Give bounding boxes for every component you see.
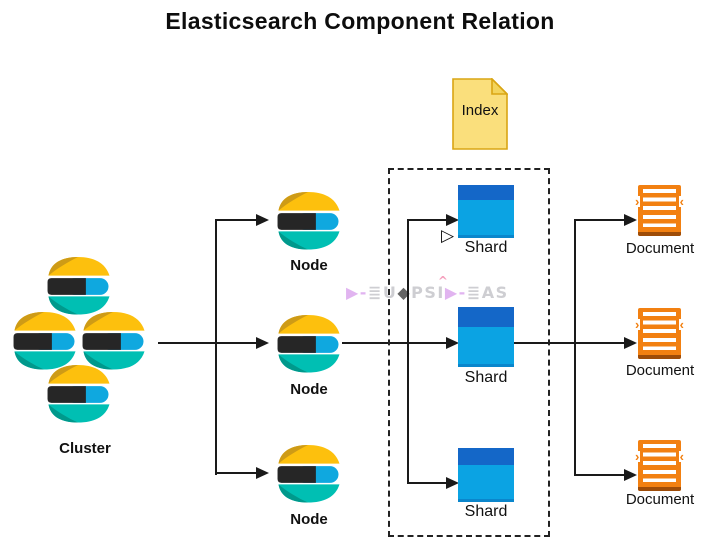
index-label: Index <box>461 102 499 119</box>
watermark-text: PSI^ <box>411 274 448 302</box>
document-lines <box>643 444 676 482</box>
arrowhead-icon <box>256 214 269 226</box>
document-label: Document <box>625 362 695 379</box>
shard-label: Shard <box>464 369 508 386</box>
arrowhead-icon <box>624 214 637 226</box>
shard-top-band <box>458 185 514 200</box>
document-label: Document <box>625 491 695 508</box>
shard-icon <box>458 448 514 502</box>
shard-group-border <box>388 168 550 537</box>
node-label: Node <box>290 511 328 528</box>
connector-line <box>216 219 256 221</box>
arrowhead-icon <box>256 467 269 479</box>
connector-line <box>514 342 624 344</box>
document-icon <box>634 308 685 359</box>
document-icon <box>634 185 685 236</box>
shard-label: Shard <box>464 503 508 520</box>
watermark-arrow-icon: ▶‑ <box>346 283 368 302</box>
connector-line <box>408 482 446 484</box>
connector-line <box>407 219 409 484</box>
shard-top-band <box>458 448 514 465</box>
connector-line <box>575 219 624 221</box>
shard-icon <box>458 307 514 367</box>
arrowhead-icon <box>446 477 459 489</box>
connector-line <box>215 219 217 475</box>
elasticsearch-logo-icon <box>82 312 145 370</box>
shard-icon <box>458 185 514 238</box>
document-lines <box>643 189 676 227</box>
arrowhead-icon <box>446 214 459 226</box>
shard-label: Shard <box>464 239 508 256</box>
connector-line <box>216 472 256 474</box>
document-base <box>638 232 681 236</box>
document-icon <box>634 440 685 491</box>
watermark-text: ≣AS <box>466 283 509 302</box>
connector-line <box>575 474 624 476</box>
document-base <box>638 355 681 359</box>
connector-line <box>574 219 576 476</box>
diagram-title: Elasticsearch Component Relation <box>165 8 555 34</box>
arrowhead-icon <box>446 337 459 349</box>
document-base <box>638 487 681 491</box>
arrowhead-icon <box>256 337 269 349</box>
connector-line <box>158 342 256 344</box>
arrowhead-icon <box>624 337 637 349</box>
elasticsearch-logo-icon <box>47 257 110 315</box>
connector-line <box>408 219 446 221</box>
index-note-icon <box>452 78 508 150</box>
elasticsearch-logo-icon <box>277 445 340 503</box>
document-lines <box>643 312 676 350</box>
arrowhead-icon <box>624 469 637 481</box>
elasticsearch-logo-icon <box>277 315 340 373</box>
node-label: Node <box>290 257 328 274</box>
connector-line <box>342 342 446 344</box>
cluster-label: Cluster <box>59 440 111 457</box>
watermark-caret: ^ <box>437 274 448 288</box>
shard-top-band <box>458 307 514 327</box>
elasticsearch-logo-icon <box>47 365 110 423</box>
watermark-arrow-icon: ▶‑ <box>444 283 467 302</box>
elasticsearch-logo-icon <box>277 192 340 250</box>
elasticsearch-logo-icon <box>13 312 76 370</box>
document-label: Document <box>625 240 695 257</box>
node-label: Node <box>290 381 328 398</box>
watermark-diamond-icon: ◆ <box>397 283 412 302</box>
